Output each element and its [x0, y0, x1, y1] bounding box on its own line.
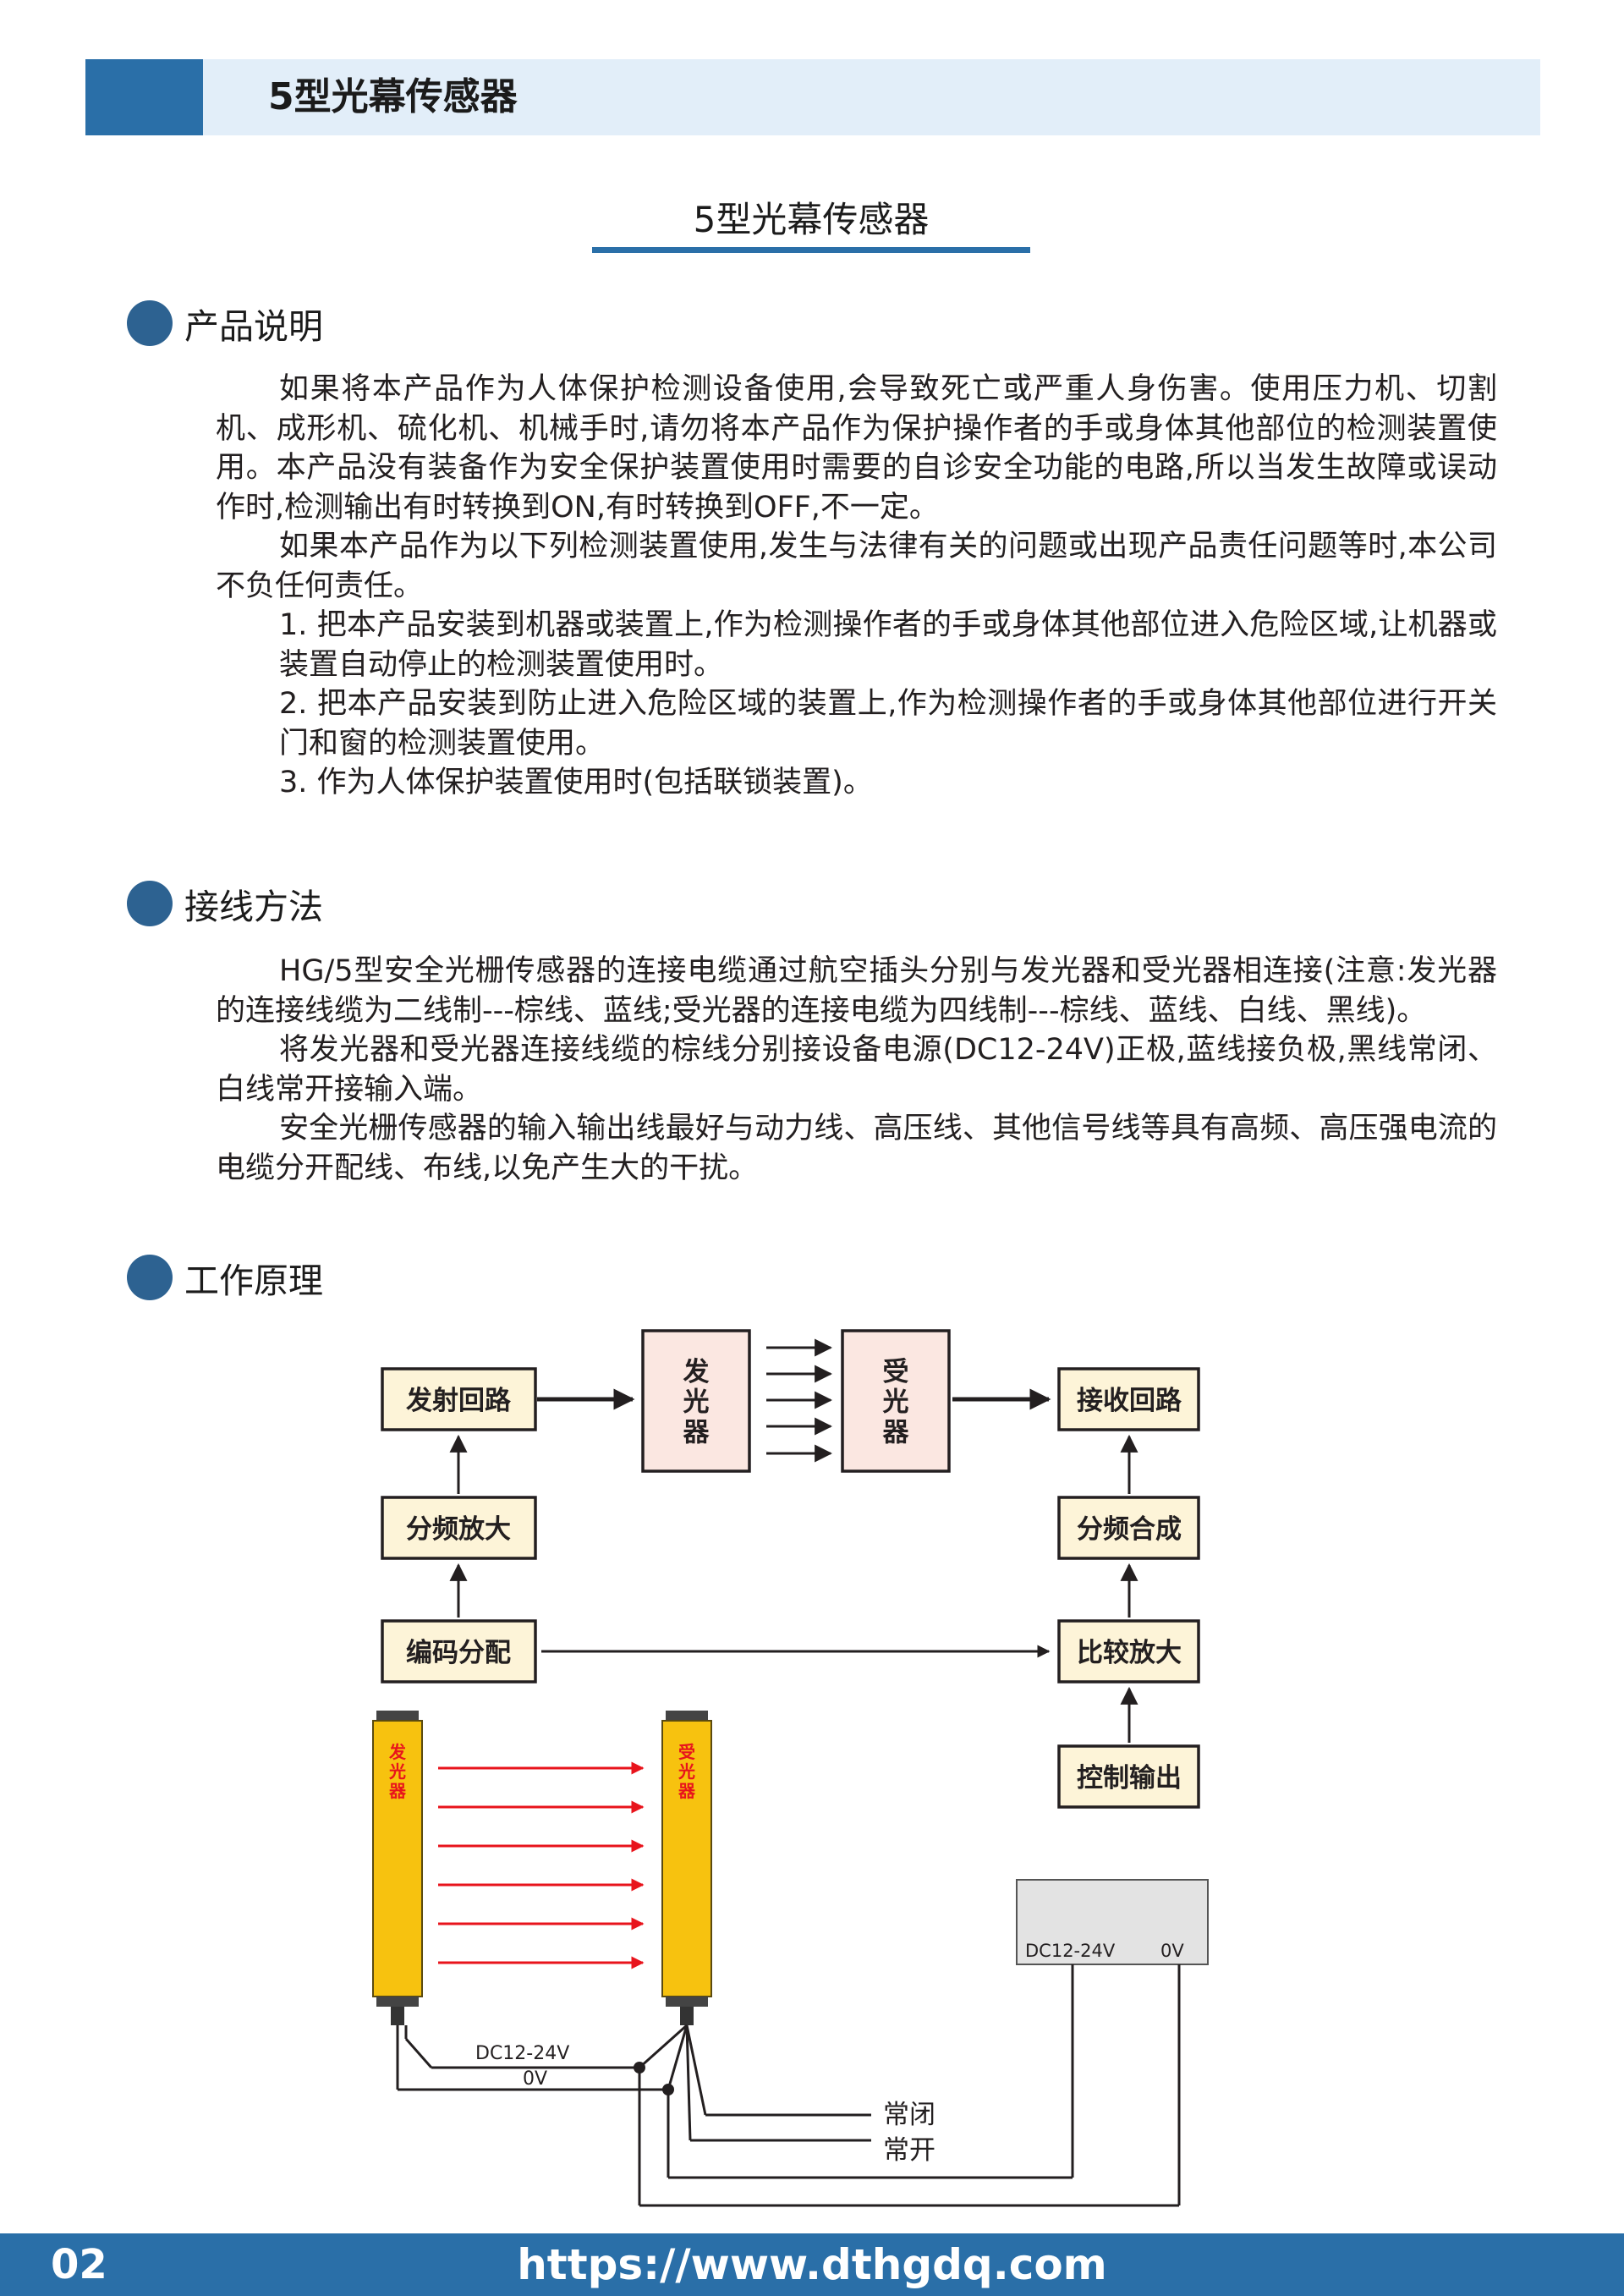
block-label: 比较放大	[1077, 1638, 1182, 1668]
light-arrows	[766, 1338, 833, 1463]
section-bullet-icon	[127, 1255, 173, 1300]
junction-dot	[662, 2084, 674, 2096]
list-item: 1. 把本产品安装到机器或装置上,作为检测操作者的手或身体其他部位进入危险区域,…	[279, 608, 1497, 682]
header-band: 5型光幕传感器	[85, 59, 1540, 135]
block-compare-amp: 比较放大	[1057, 1619, 1200, 1684]
section-bullet-icon	[127, 881, 173, 926]
title-underline	[592, 247, 1030, 253]
paragraph: 如果将本产品作为人体保护检测设备使用,会导致死亡或严重人身伤害。使用压力机、切割…	[216, 372, 1497, 525]
paragraph: 将发光器和受光器连接线缆的棕线分别接设备电源(DC12-24V)正极,蓝线接负极…	[216, 1033, 1497, 1107]
block-control-out: 控制输出	[1057, 1744, 1200, 1809]
list-item: 3. 作为人体保护装置使用时(包括联锁装置)。	[279, 766, 873, 799]
vertical-label: 受光器	[882, 1357, 910, 1447]
list-item: 2. 把本产品安装到防止进入危险区域的装置上,作为检测操作者的手或身体其他部位进…	[279, 687, 1497, 761]
vertical-label: 发光器	[683, 1357, 710, 1447]
block-label: 接收回路	[1077, 1386, 1182, 1416]
power-supply-box: DC12-24V 0V	[1016, 1879, 1209, 1965]
nc-label: 常闭	[883, 2100, 935, 2130]
section-head-product: 产品说明	[127, 298, 323, 349]
wiring-lines	[396, 1964, 1181, 2207]
paragraph: HG/5型安全光栅传感器的连接电缆通过航空插头分别与发光器和受光器相连接(注意:…	[216, 954, 1497, 1028]
paragraph: 如果本产品作为以下列检测装置使用,发生与法律有关的问题或出现产品责任问题等时,本…	[216, 530, 1497, 603]
block-label: 分频合成	[1077, 1514, 1182, 1545]
block-freq-synth: 分频合成	[1057, 1496, 1200, 1560]
website-link[interactable]: https://www.dthgdq.com	[517, 2240, 1107, 2289]
product-description: 如果将本产品作为人体保护检测设备使用,会导致死亡或严重人身伤害。使用压力机、切割…	[216, 370, 1497, 803]
light-beams	[438, 1761, 645, 1969]
power-dc-label: DC12-24V	[1025, 1941, 1116, 1961]
block-freq-amp: 分频放大	[381, 1496, 537, 1560]
header-tab	[85, 59, 203, 135]
block-label: 编码分配	[406, 1638, 511, 1668]
section-bullet-icon	[127, 300, 173, 346]
wire-0v-label: 0V	[523, 2068, 547, 2090]
block-emit-circuit: 发射回路	[381, 1367, 537, 1431]
emitter-bar: 发光器	[372, 1711, 423, 2025]
section-title: 工作原理	[184, 1261, 323, 1301]
block-label: 发射回路	[405, 1386, 512, 1416]
wiring-description: HG/5型安全光栅传感器的连接电缆通过航空插头分别与发光器和受光器相连接(注意:…	[216, 952, 1497, 1188]
section-head-wiring: 接线方法	[127, 878, 323, 929]
page-number: 02	[51, 2241, 107, 2288]
document-title: 5型光幕传感器	[693, 199, 930, 240]
footer-bar: 02 https://www.dthgdq.com	[0, 2233, 1624, 2296]
header-title: 5型光幕传感器	[268, 75, 518, 118]
block-receive-circuit: 接收回路	[1057, 1367, 1200, 1431]
receiver-bar: 受光器	[661, 1711, 712, 2025]
power-0v-label: 0V	[1160, 1941, 1184, 1961]
block-receiver: 受光器	[841, 1329, 951, 1473]
block-label: 控制输出	[1077, 1763, 1182, 1793]
section-head-principle: 工作原理	[127, 1252, 323, 1303]
junction-dot	[634, 2062, 645, 2074]
block-emitter: 发光器	[641, 1329, 751, 1473]
vertical-label: 受光器	[678, 1742, 696, 1801]
section-title: 接线方法	[184, 887, 323, 927]
block-encode-dist: 编码分配	[381, 1619, 537, 1684]
vertical-label: 发光器	[388, 1742, 407, 1801]
no-label: 常开	[883, 2135, 935, 2166]
block-label: 分频放大	[406, 1514, 511, 1545]
section-title: 产品说明	[184, 306, 323, 347]
paragraph: 安全光栅传感器的输入输出线最好与动力线、高压线、其他信号线等具有高频、高压强电流…	[216, 1112, 1497, 1185]
wire-dc-label: DC12-24V	[475, 2043, 569, 2064]
